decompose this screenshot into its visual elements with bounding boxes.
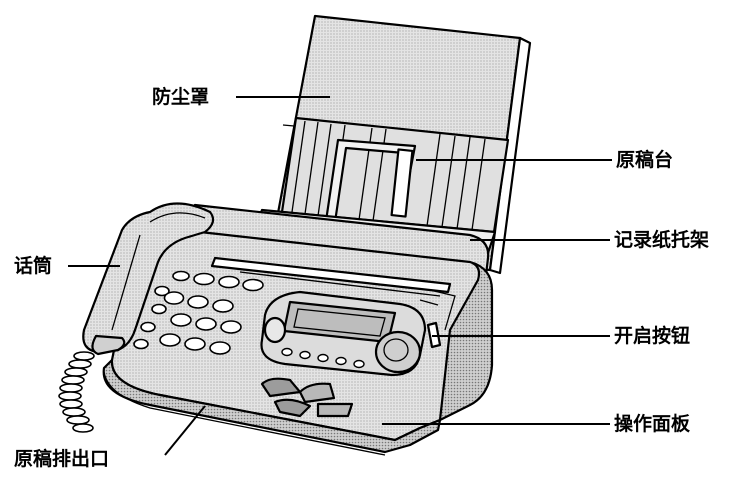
- leader-lines: [68, 96, 612, 456]
- label-document-exit: 原稿排出口: [14, 448, 110, 470]
- handset: [82, 202, 215, 356]
- label-recording-paper-holder: 记录纸托架: [614, 229, 710, 251]
- label-document-tray: 原稿台: [616, 149, 674, 171]
- label-handset: 话筒: [14, 255, 53, 277]
- label-operation-panel: 操作面板: [614, 413, 691, 435]
- handset-cord: [58, 351, 95, 433]
- display-panel: [260, 290, 427, 377]
- keypad: [133, 270, 264, 355]
- label-open-button: 开启按钮: [614, 325, 691, 347]
- function-buttons: [260, 377, 354, 418]
- document-tray: [280, 116, 510, 234]
- label-dust-cover: 防尘罩: [152, 86, 210, 108]
